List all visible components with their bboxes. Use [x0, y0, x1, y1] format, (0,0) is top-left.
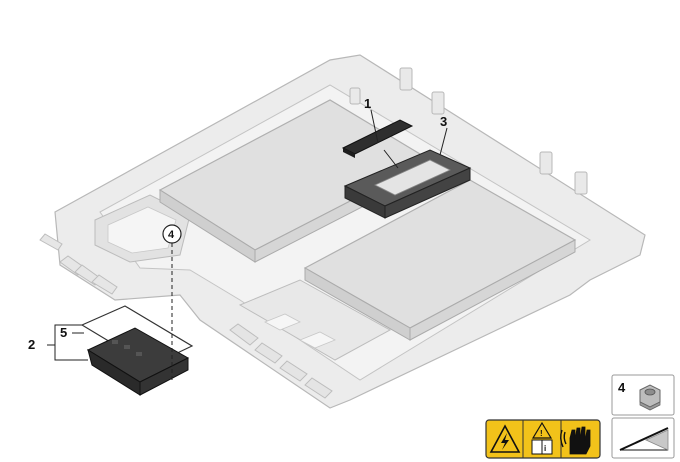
part-1-connector-bar [341, 119, 414, 158]
mounting-surface-icon [611, 417, 675, 459]
callout-labels: 1 2 3 4 5 [28, 96, 447, 352]
svg-text:!: ! [540, 429, 543, 438]
part-4-label: 4 [618, 380, 626, 395]
battery-module-lower [303, 179, 577, 341]
part-4-inset: 4 [611, 374, 675, 416]
part-3-control-module [343, 149, 472, 219]
callout-4: 4 [168, 229, 175, 241]
callout-1: 1 [364, 96, 371, 111]
callout-5: 5 [60, 325, 67, 340]
leader-lines [47, 109, 448, 380]
hex-nut-icon [639, 384, 661, 411]
svg-text:i: i [544, 444, 546, 453]
warning-strip: ! i [485, 419, 601, 459]
callout-4-circle [162, 224, 182, 244]
high-voltage-warning-icon [489, 424, 521, 453]
protective-gloves-icon [560, 426, 591, 455]
callout-2: 2 [28, 337, 35, 352]
callout-3: 3 [440, 114, 447, 129]
part-2-electronics-box [80, 305, 194, 396]
read-manual-warning-icon: ! i [531, 421, 553, 455]
